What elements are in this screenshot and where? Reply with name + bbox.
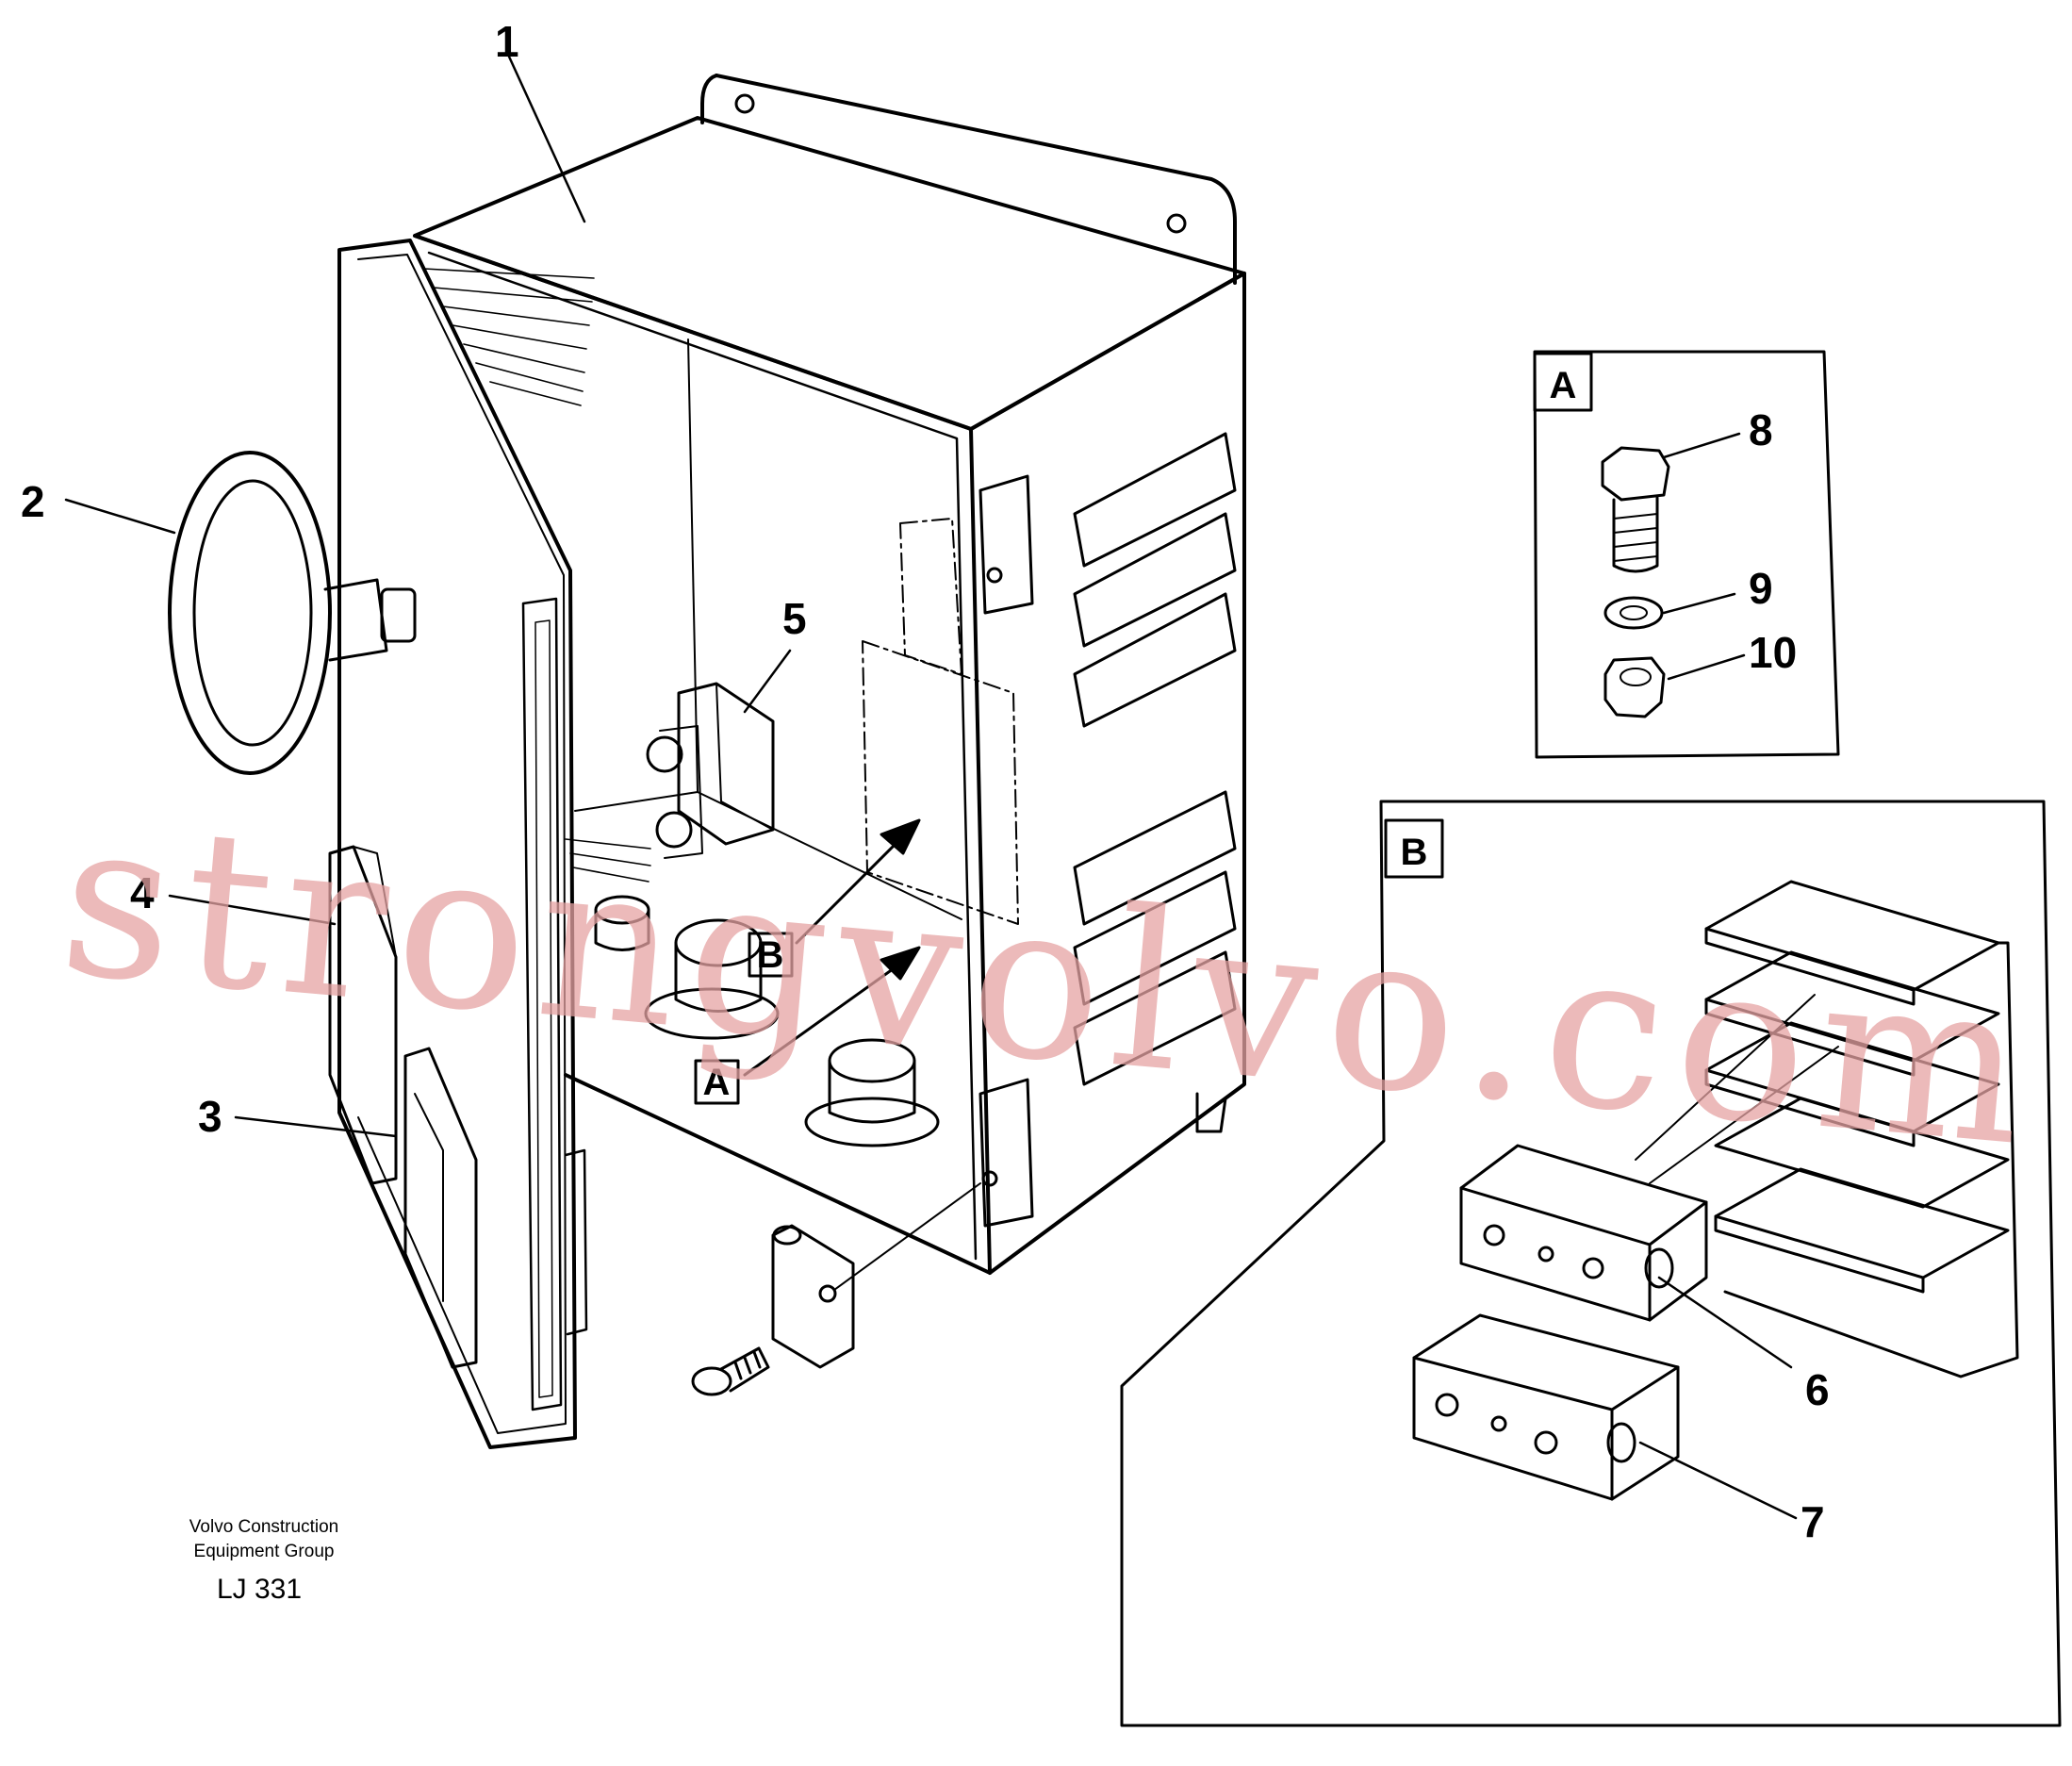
callout-6: 6 [1805, 1365, 1830, 1414]
washer-9 [1603, 596, 1664, 630]
door-handle-ring [168, 451, 417, 775]
detail-tag-b-box [748, 932, 794, 978]
detail-tag-b: B [757, 934, 784, 976]
detail-tag-a-box [694, 1059, 740, 1105]
footer-line-1: Volvo Construction [189, 1517, 338, 1537]
bolt-8 [1601, 446, 1670, 573]
callout-8: 8 [1749, 405, 1773, 454]
louvres-lower [1073, 790, 1237, 1086]
drawing-code: LJ 331 [217, 1574, 302, 1605]
inset-a-label: A [1550, 365, 1577, 406]
label-plate-3 [403, 1047, 478, 1369]
hinge-screw [691, 1346, 770, 1396]
detail-tag-a: A [703, 1062, 731, 1103]
inset-a: A [1533, 350, 1840, 759]
callout-3: 3 [198, 1092, 222, 1141]
switch-component [646, 682, 775, 859]
busbar-stack [1704, 880, 2019, 1378]
cabinet-door [337, 239, 588, 1449]
footer-line-2: Equipment Group [194, 1542, 335, 1561]
callout-10: 10 [1749, 628, 1797, 677]
internal-mount-outlines [862, 518, 1019, 925]
detail-arrow-b [795, 818, 921, 945]
leader-lines [64, 55, 1798, 1520]
label-plate-4 [328, 845, 398, 1185]
detail-arrow-a [743, 946, 921, 1077]
inset-b-label: B [1401, 832, 1428, 873]
inset-b: B [1120, 800, 2062, 1727]
louvres-upper [1073, 432, 1237, 728]
callout-2: 2 [21, 477, 45, 526]
cabinet-housing [413, 74, 1246, 1275]
terminal-block-6 [1459, 1144, 1708, 1322]
loose-hinge [771, 1182, 981, 1369]
callout-4: 4 [130, 868, 155, 917]
callout-1: 1 [495, 17, 519, 66]
callout-5: 5 [782, 594, 807, 643]
nut-10 [1603, 656, 1666, 718]
cable-glands [594, 895, 940, 1147]
callout-7: 7 [1801, 1497, 1825, 1546]
terminal-block-7 [1412, 1313, 1680, 1501]
callout-9: 9 [1749, 564, 1773, 613]
